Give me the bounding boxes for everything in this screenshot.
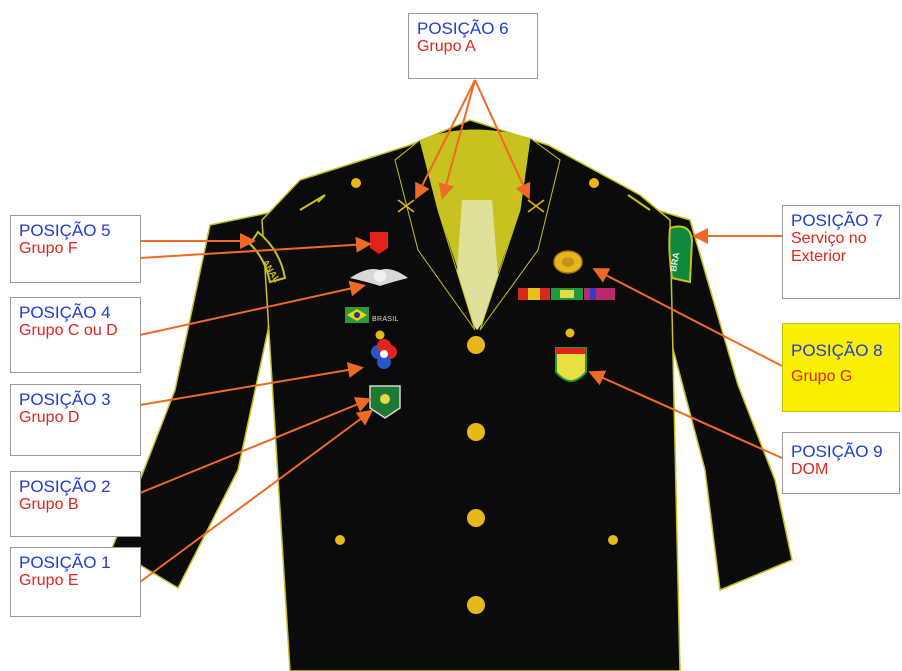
jacket-button-4 [467, 596, 485, 614]
position-3-box: POSIÇÃO 3 Grupo D [10, 384, 141, 456]
position-8-title: POSIÇÃO 8 [791, 342, 899, 360]
position-3-subtitle: Grupo D [19, 409, 140, 427]
position-2-title: POSIÇÃO 2 [19, 478, 140, 496]
position-1-box: POSIÇÃO 1 Grupo E [10, 547, 141, 617]
left-lower-pocket-button [335, 535, 345, 545]
position-8-subtitle: Grupo G [791, 368, 899, 386]
left-shoulder-button [351, 178, 361, 188]
right-pocket-button [566, 329, 575, 338]
position-7-subtitle: Serviço no Exterior [791, 230, 873, 266]
position-2-box: POSIÇÃO 2 Grupo B [10, 471, 141, 537]
right-lower-pocket-button [608, 535, 618, 545]
position-6-title: POSIÇÃO 6 [417, 20, 537, 38]
position-5-box: POSIÇÃO 5 Grupo F [10, 215, 141, 283]
position-7-title: POSIÇÃO 7 [791, 212, 899, 230]
position-4-box: POSIÇÃO 4 Grupo C ou D [10, 297, 141, 373]
position-6-subtitle: Grupo A [417, 38, 537, 56]
position-1-title: POSIÇÃO 1 [19, 554, 140, 572]
brazil-flag-icon [345, 307, 369, 323]
left-pocket-button [376, 331, 385, 340]
jacket-button-2 [467, 423, 485, 441]
position-8-box: POSIÇÃO 8 Grupo G [782, 323, 900, 412]
position-6-box: POSIÇÃO 6 Grupo A [408, 13, 538, 79]
position-3-title: POSIÇÃO 3 [19, 391, 140, 409]
position-7-box: POSIÇÃO 7 Serviço no Exterior [782, 205, 900, 299]
jacket-button-1 [467, 336, 485, 354]
position-9-subtitle: DOM [791, 461, 899, 479]
position-4-title: POSIÇÃO 4 [19, 304, 140, 322]
position-4-subtitle: Grupo C ou D [19, 322, 140, 340]
position-9-title: POSIÇÃO 9 [791, 443, 899, 461]
position-2-subtitle: Grupo B [19, 496, 140, 514]
ribbon-bar-icon [518, 288, 615, 300]
position-9-box: POSIÇÃO 9 DOM [782, 432, 900, 494]
position-5-title: POSIÇÃO 5 [19, 222, 140, 240]
flag-label: BRASIL [372, 316, 399, 323]
position-5-subtitle: Grupo F [19, 240, 140, 258]
position-1-subtitle: Grupo E [19, 572, 140, 590]
right-shoulder-button [589, 178, 599, 188]
jacket-button-3 [467, 509, 485, 527]
